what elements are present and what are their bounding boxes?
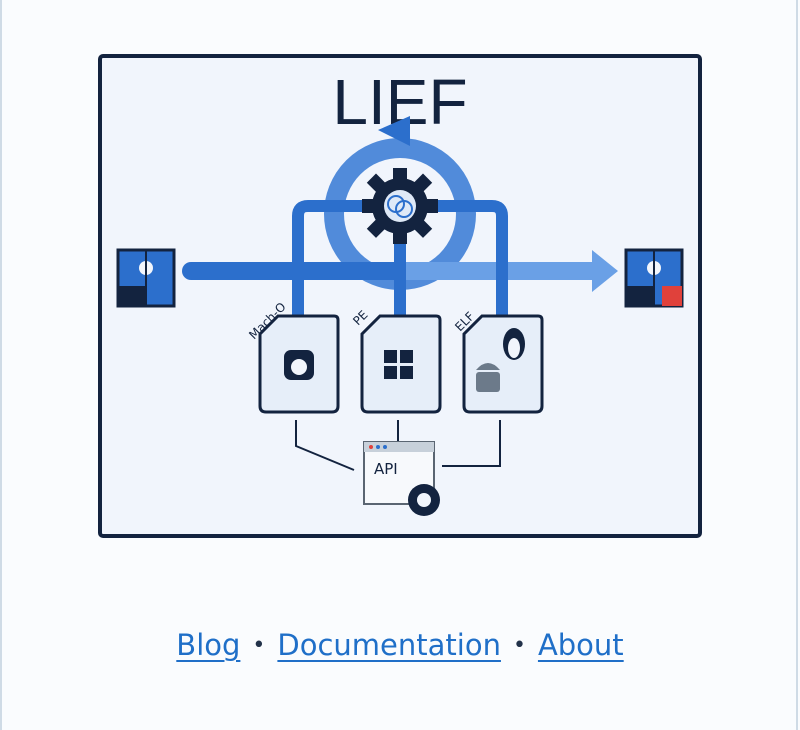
- input-binary-icon: [116, 248, 176, 308]
- about-link[interactable]: About: [537, 628, 624, 662]
- output-binary-icon: [624, 248, 684, 308]
- footer-links: Blog • Documentation • About: [0, 628, 800, 662]
- blog-link[interactable]: Blog: [176, 628, 241, 662]
- separator: •: [252, 633, 266, 658]
- separator: •: [512, 633, 526, 658]
- api-window-icon: API: [363, 441, 440, 516]
- linux-icon: [503, 328, 525, 360]
- documentation-link[interactable]: Documentation: [277, 628, 501, 662]
- lief-logo: LIEF: [98, 54, 702, 538]
- elf-file-icon: ELF: [452, 309, 544, 414]
- android-icon: [476, 363, 500, 392]
- api-label: API: [374, 460, 398, 478]
- gear-icon: [362, 168, 438, 244]
- pe-file-icon: PE: [350, 308, 442, 414]
